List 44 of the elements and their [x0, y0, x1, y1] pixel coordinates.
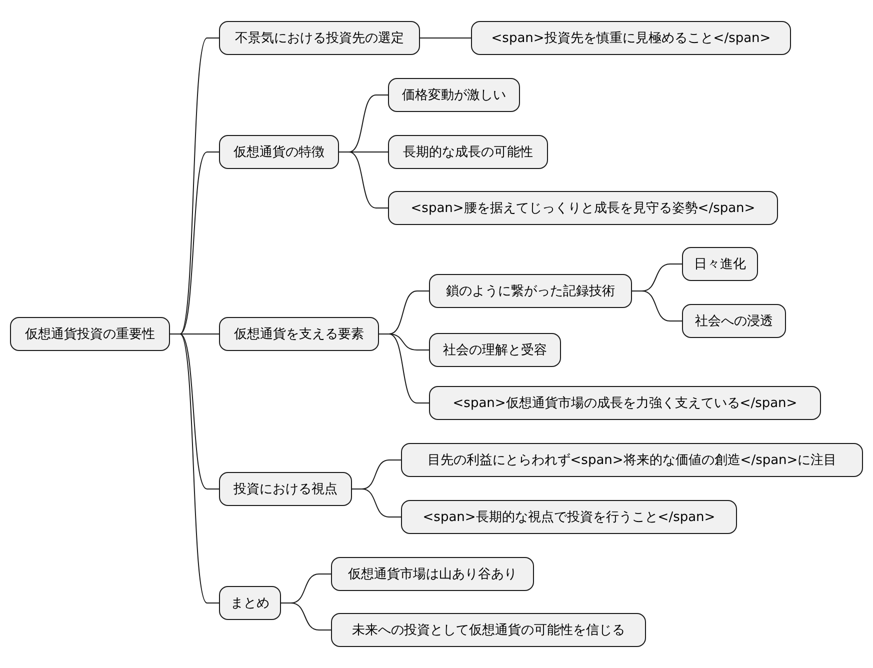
topic-text: 未来への投資として仮想通貨の可能性を信じる: [352, 622, 625, 639]
topic-text: <span>仮想通貨市場の成長を力強く支えている</span>: [452, 395, 798, 412]
topic-box: [219, 21, 420, 55]
topic-box: [219, 472, 352, 506]
topic-box: [429, 386, 821, 420]
connector-line: [632, 290, 682, 322]
topic-box: [219, 317, 379, 351]
topic-text: 仮想通貨を支える要素: [234, 326, 364, 343]
connector-line: [338, 152, 388, 208]
topic-text: 不景気における投資先の選定: [235, 30, 404, 47]
connector-line: [352, 488, 402, 518]
topic-box: [219, 586, 281, 620]
topic-box: [388, 78, 520, 112]
topic-box: [682, 304, 786, 338]
topic-text: <span>腰を据えてじっくりと成長を見守る姿勢</span>: [410, 200, 756, 217]
topic-box: [331, 557, 534, 591]
topic-text: 仮想通貨市場は山あり谷あり: [348, 566, 517, 583]
root-topic-box: [10, 317, 170, 351]
topic-box: [219, 135, 339, 169]
topic-box: [331, 613, 646, 647]
topic-text: 日々進化: [694, 256, 746, 273]
connector-line: [170, 334, 220, 604]
topic-box: [401, 500, 737, 534]
topic-text: 社会への浸透: [695, 313, 773, 330]
topic-text: 社会の理解と受容: [443, 342, 547, 359]
topic-text: まとめ: [230, 595, 270, 612]
topic-box: [388, 135, 548, 169]
topic-text: <span>投資先を慎重に見極めること</span>: [491, 30, 771, 47]
topic-box: [682, 247, 758, 281]
topic-text: <span>長期的な視点で投資を行うこと</span>: [422, 509, 716, 526]
topic-text: 目先の利益にとらわれず<span>将来的な価値の創造</span>に注目: [427, 452, 837, 469]
connector-line: [280, 602, 332, 630]
topic-box: [401, 443, 863, 477]
topic-box: [429, 333, 561, 367]
topic-text: 価格変動が激しい: [402, 87, 506, 104]
topic-text: 鎖のように繋がった記録技術: [446, 283, 615, 300]
topic-box: [471, 21, 791, 55]
topic-text: 長期的な成長の可能性: [403, 144, 533, 161]
topic-text: 仮想通貨の特徴: [234, 144, 324, 161]
topic-text: 投資における視点: [234, 481, 338, 498]
topic-box: [388, 191, 778, 225]
topic-box: [429, 274, 632, 308]
connector-line: [378, 334, 430, 404]
topic-text: 仮想通貨投資の重要性: [25, 326, 155, 343]
